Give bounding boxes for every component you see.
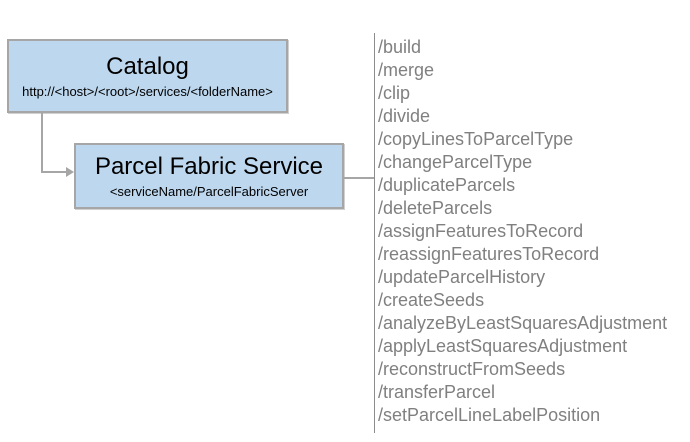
endpoint-item: /changeParcelType xyxy=(378,152,533,172)
endpoint-item: /merge xyxy=(378,60,435,80)
endpoint-item: /assignFeaturesToRecord xyxy=(378,221,584,241)
endpoint-separator-line xyxy=(374,33,375,433)
arrowhead-icon xyxy=(66,167,74,177)
endpoint-item: /deleteParcels xyxy=(378,198,493,218)
catalog-node: Catalog http://<host>/<root>/services/<f… xyxy=(7,39,288,113)
endpoint-item: /createSeeds xyxy=(378,290,485,310)
endpoint-item: /reassignFeaturesToRecord xyxy=(378,244,600,264)
endpoint-item: /updateParcelHistory xyxy=(378,267,546,287)
endpoint-item: /build xyxy=(378,37,422,57)
endpoint-item: /reconstructFromSeeds xyxy=(378,359,566,379)
endpoint-item: /transferParcel xyxy=(378,382,496,402)
endpoint-item: /clip xyxy=(378,83,411,103)
endpoint-item: /analyzeByLeastSquaresAdjustment xyxy=(378,313,668,333)
service-title: Parcel Fabric Service xyxy=(94,152,324,180)
catalog-title: Catalog xyxy=(106,52,189,80)
catalog-url-pattern: http://<host>/<root>/services/<folderNam… xyxy=(22,83,273,99)
endpoint-list: /build /merge /clip /divide /copyLinesTo… xyxy=(378,36,688,427)
endpoint-item: /applyLeastSquaresAdjustment xyxy=(378,336,628,356)
connector-catalog-vertical xyxy=(41,112,43,173)
endpoint-item: /setParcelLineLabelPosition xyxy=(378,405,601,425)
connector-service-horizontal xyxy=(344,177,374,179)
parcel-fabric-service-node: Parcel Fabric Service <serviceName/Parce… xyxy=(74,143,344,209)
connector-catalog-horizontal xyxy=(41,171,67,173)
service-url-pattern: <serviceName/ParcelFabricServer xyxy=(109,183,309,199)
endpoint-item: /copyLinesToParcelType xyxy=(378,129,574,149)
endpoint-item: /duplicateParcels xyxy=(378,175,516,195)
endpoint-item: /divide xyxy=(378,106,431,126)
